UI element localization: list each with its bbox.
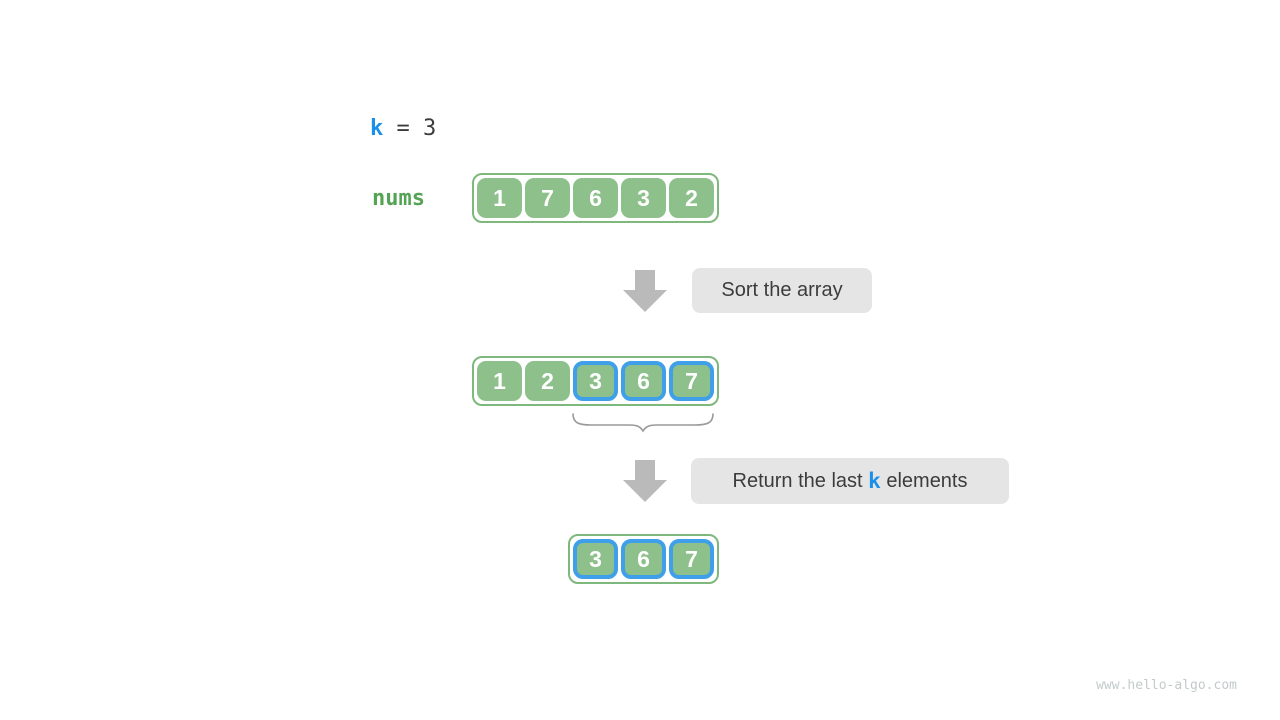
underbrace-icon	[572, 413, 714, 433]
k-variable: k	[370, 116, 384, 141]
down-arrow-icon	[623, 460, 667, 502]
return-step-label: Return the last k elements	[691, 458, 1009, 504]
return-step-text-before: Return the last	[732, 469, 869, 492]
array-cell: 7	[669, 361, 714, 401]
array-cell: 7	[669, 539, 714, 579]
array-cell: 3	[621, 178, 666, 218]
array-cell: 2	[525, 361, 570, 401]
sort-step-text: Sort the array	[721, 279, 843, 301]
return-step-text-after: elements	[880, 469, 968, 492]
equals-sign: =	[383, 116, 423, 141]
array-cell: 3	[573, 361, 618, 401]
array-cell: 6	[573, 178, 618, 218]
array-cell: 6	[621, 361, 666, 401]
array-cell: 2	[669, 178, 714, 218]
k-value: 3	[423, 116, 437, 141]
array-cell: 6	[621, 539, 666, 579]
array-cell: 1	[477, 361, 522, 401]
array-cell: 3	[573, 539, 618, 579]
k-assignment: k = 3	[370, 116, 436, 141]
down-arrow-icon	[623, 270, 667, 312]
sort-step-label: Sort the array	[692, 268, 872, 313]
array-cell: 7	[525, 178, 570, 218]
nums-label: nums	[372, 186, 425, 211]
return-step-k: k	[868, 469, 881, 493]
array-cell: 1	[477, 178, 522, 218]
watermark: www.hello-algo.com	[1096, 678, 1237, 693]
